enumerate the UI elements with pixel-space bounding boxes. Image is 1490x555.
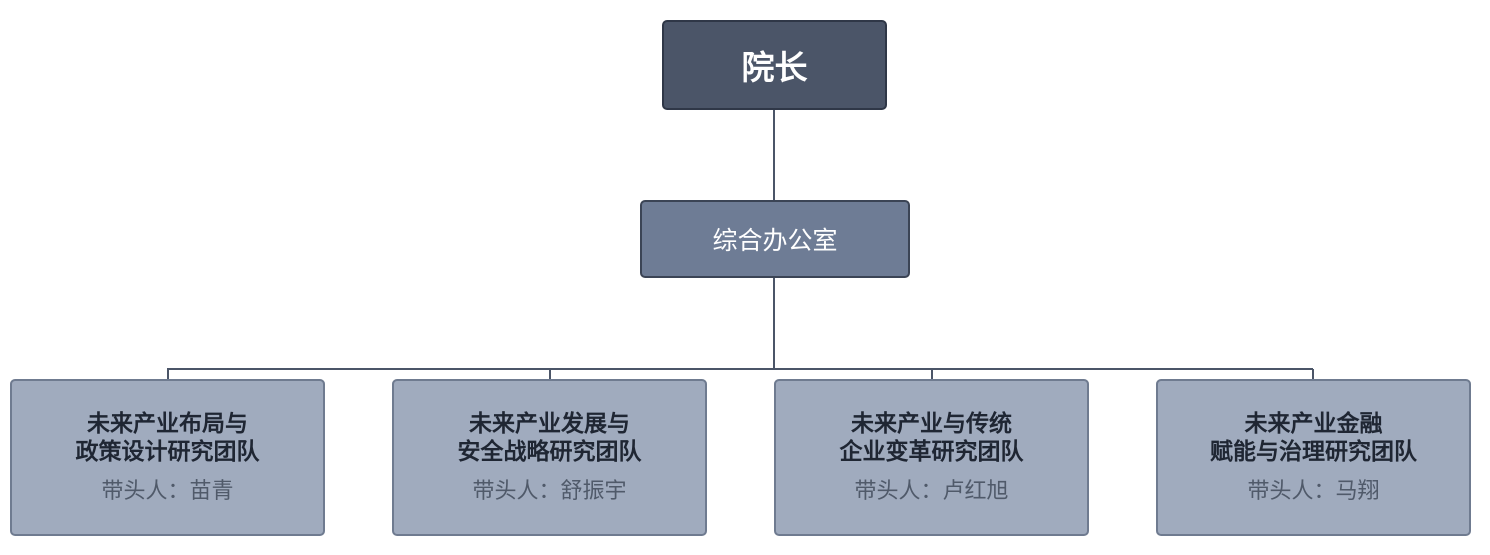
team-node-1: 未来产业布局与 政策设计研究团队 带头人：苗青 [10, 379, 325, 536]
team-name-line1: 未来产业与传统 [851, 410, 1012, 437]
office-label: 综合办公室 [712, 226, 838, 255]
team-leader-3: 带头人：卢红旭 [854, 478, 1009, 504]
team-leader-4: 带头人：马翔 [1247, 478, 1380, 504]
team-name-line2: 赋能与治理研究团队 [1210, 438, 1417, 465]
team-leader-2: 带头人：舒振宇 [472, 478, 627, 504]
team-name-line1: 未来产业发展与 [469, 410, 630, 437]
team-name-2: 未来产业发展与 安全战略研究团队 [458, 410, 642, 466]
team-leader-1: 带头人：苗青 [101, 478, 234, 504]
team-name-line2: 安全战略研究团队 [457, 438, 642, 465]
team-name-line1: 未来产业金融 [1244, 410, 1383, 437]
director-label: 院长 [741, 48, 808, 87]
team-name-line1: 未来产业布局与 [87, 410, 248, 437]
team-node-2: 未来产业发展与 安全战略研究团队 带头人：舒振宇 [392, 379, 707, 536]
team-name-1: 未来产业布局与 政策设计研究团队 [76, 410, 260, 466]
team-node-4: 未来产业金融 赋能与治理研究团队 带头人：马翔 [1156, 379, 1471, 536]
team-node-3: 未来产业与传统 企业变革研究团队 带头人：卢红旭 [774, 379, 1089, 536]
office-node: 综合办公室 [640, 200, 910, 278]
team-name-line2: 企业变革研究团队 [839, 438, 1024, 465]
team-name-line2: 政策设计研究团队 [75, 438, 260, 465]
director-node: 院长 [662, 20, 887, 110]
team-name-4: 未来产业金融 赋能与治理研究团队 [1210, 410, 1417, 466]
team-name-3: 未来产业与传统 企业变革研究团队 [840, 410, 1024, 466]
